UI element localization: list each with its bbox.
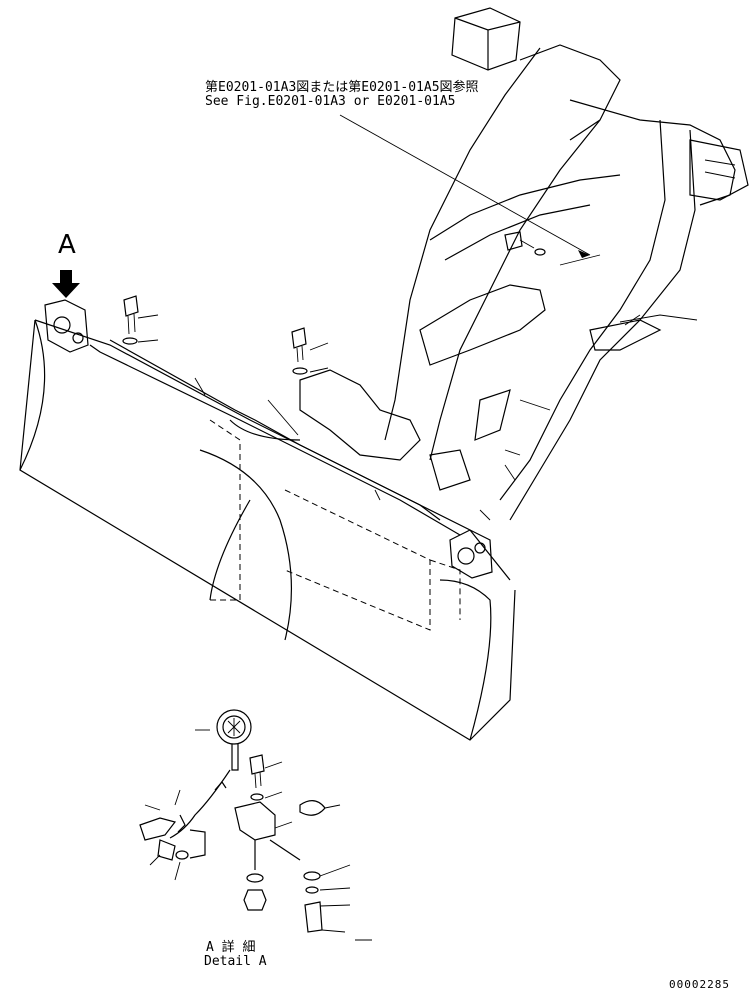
loader-frame [299, 7, 749, 521]
leader-lines [137, 114, 698, 521]
bolt-washer-set [122, 231, 546, 375]
detail-caption-jp: A 詳 細 [206, 940, 256, 955]
left-lamp-bracket [44, 299, 89, 353]
detail-caption-en: Detail A [204, 954, 267, 969]
right-lamp-bracket [449, 529, 493, 579]
view-marker-letter: A [58, 230, 76, 260]
reference-note-jp: 第E0201-01A3図または第E0201-01A5図参照 [205, 80, 479, 95]
reference-note-en: See Fig.E0201-01A3 or E0201-01A5 [205, 94, 456, 109]
drawing-number: 00002285 [669, 978, 730, 991]
dozer-blade [19, 319, 516, 741]
view-arrow [52, 270, 80, 298]
detail-a-drawing [139, 709, 372, 941]
